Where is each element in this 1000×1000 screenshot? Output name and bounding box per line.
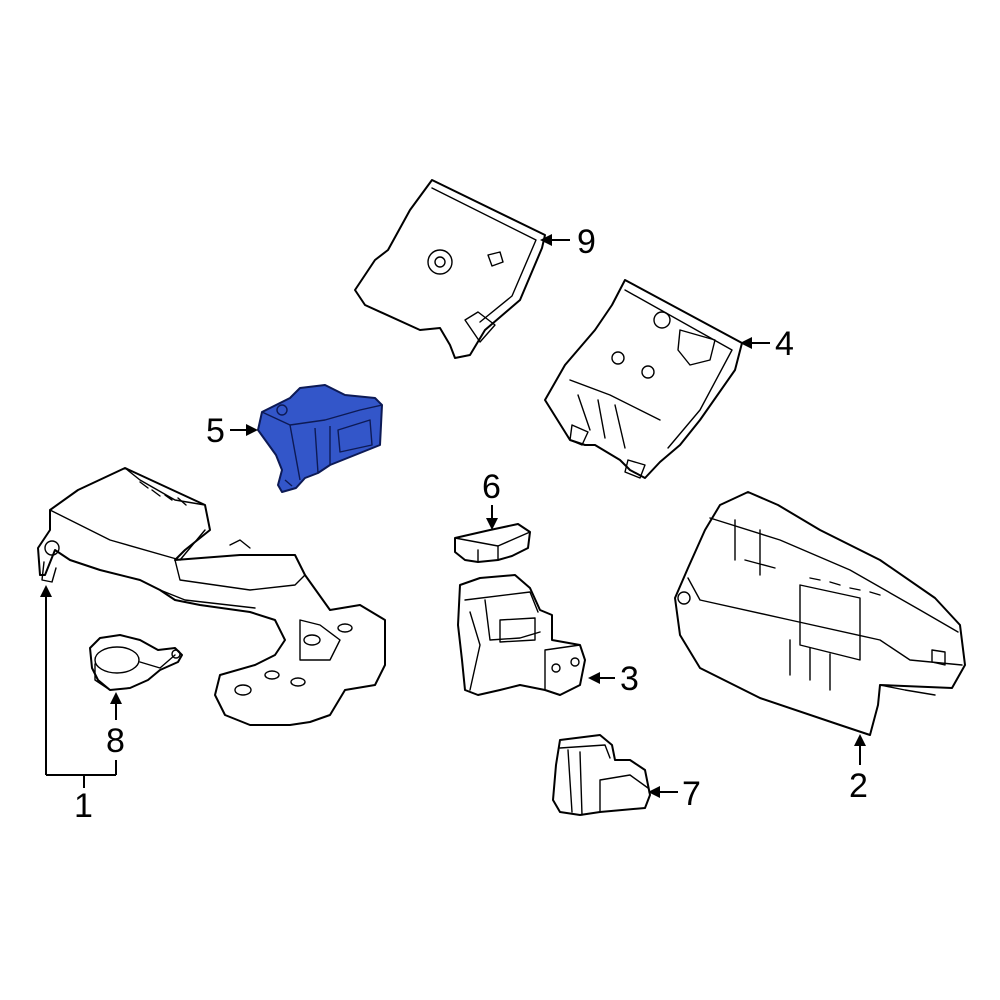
callout-5: 5	[206, 412, 225, 450]
part-1-tray[interactable]	[37, 467, 386, 726]
callout-7: 7	[682, 775, 701, 813]
part-2-fusebox[interactable]	[674, 491, 966, 736]
part-3-holder[interactable]	[457, 574, 586, 696]
leader-lines	[40, 234, 866, 798]
part-5-cover[interactable]	[257, 384, 383, 493]
callout-8: 8	[106, 722, 125, 760]
part-5-shape	[257, 384, 383, 493]
callout-9: 9	[577, 223, 596, 261]
part-7-block[interactable]	[552, 734, 651, 816]
part-8-buzzer[interactable]	[89, 634, 183, 691]
part-4-bracket[interactable]	[544, 279, 743, 479]
part-6-cap[interactable]	[454, 523, 531, 563]
callout-6: 6	[482, 468, 501, 506]
callout-2: 2	[849, 767, 868, 805]
callout-3: 3	[620, 660, 639, 698]
callout-1: 1	[74, 787, 93, 825]
callout-4: 4	[775, 325, 794, 363]
part-9-cover[interactable]	[354, 179, 546, 359]
